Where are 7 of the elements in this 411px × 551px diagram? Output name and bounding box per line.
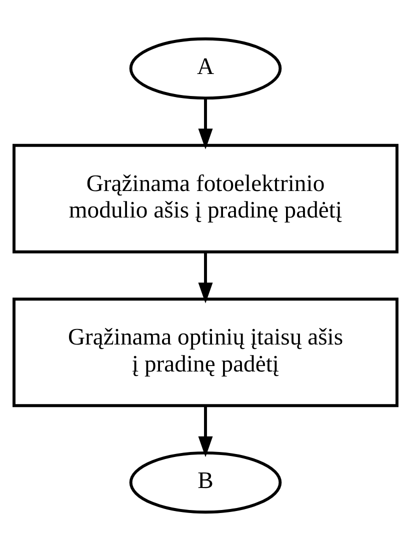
- node-box: Grąžinama fotoelektrinio modulio ašis į pradinę padėtį: [12, 144, 398, 254]
- arrow: [198, 406, 213, 458]
- arrow: [198, 98, 213, 150]
- node-ellipse: A: [129, 37, 282, 100]
- arrow: [198, 252, 213, 304]
- node-ellipse: B: [129, 451, 282, 514]
- node-box: Grąžinama optinių įtaisų ašis į pradinę padėtį: [12, 298, 398, 408]
